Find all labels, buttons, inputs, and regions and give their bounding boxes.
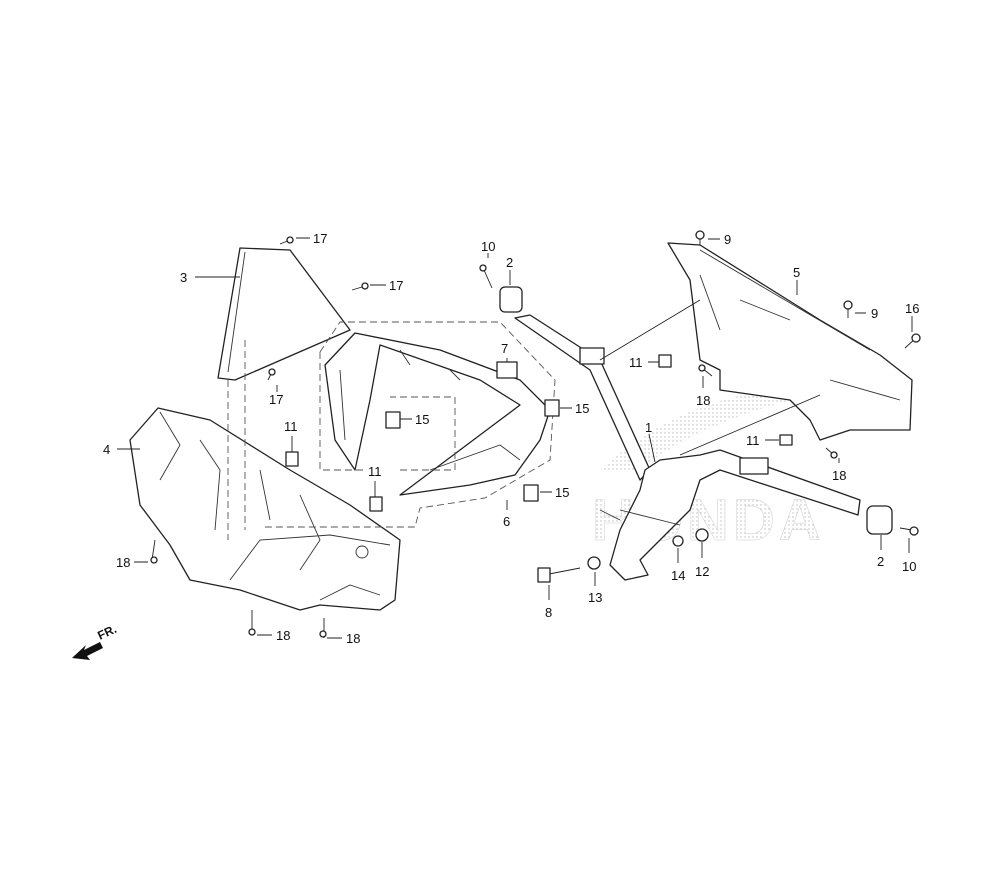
callout-17: 17: [313, 231, 327, 246]
callout-2: 2: [877, 554, 884, 569]
front-arrow-icon: [72, 642, 103, 660]
callout-12: 12: [695, 564, 709, 579]
callout-11: 11: [368, 464, 382, 479]
callout-9: 9: [871, 306, 878, 321]
callout-11: 11: [284, 419, 298, 434]
part-front-cover: [129, 407, 401, 611]
callout-17: 17: [389, 278, 403, 293]
part-windscreen: [217, 247, 351, 381]
callout-18: 18: [276, 628, 290, 643]
callout-15: 15: [415, 412, 429, 427]
part-bolts: [150, 230, 921, 638]
part-handlebar: [514, 314, 861, 581]
callout-3: 3: [180, 270, 187, 285]
callout-16: 16: [905, 301, 919, 316]
front-label: FR.: [95, 622, 118, 643]
callout-11: 11: [746, 433, 760, 448]
part-rear-cover: [667, 242, 913, 441]
callout-18: 18: [832, 468, 846, 483]
callout-15: 15: [555, 485, 569, 500]
callout-4: 4: [103, 442, 110, 457]
callout-7: 7: [501, 341, 508, 356]
leader-lines: [117, 237, 913, 639]
part-clip-nuts: [285, 354, 793, 512]
callout-14: 14: [671, 568, 685, 583]
callout-13: 13: [588, 590, 602, 605]
callout-labels: 17 3 17 17 4 11 11 15 15 15 7 6 10 2 1 8…: [103, 231, 919, 646]
callout-8: 8: [545, 605, 552, 620]
callout-9: 9: [724, 232, 731, 247]
callout-1: 1: [645, 420, 652, 435]
callout-10: 10: [902, 559, 916, 574]
callout-18: 18: [696, 393, 710, 408]
part-grommets: [499, 286, 893, 570]
part-inner-cover: [324, 332, 551, 496]
callout-18: 18: [346, 631, 360, 646]
callout-6: 6: [503, 514, 510, 529]
callout-17: 17: [269, 392, 283, 407]
callout-10: 10: [481, 239, 495, 254]
callout-15: 15: [575, 401, 589, 416]
callout-18: 18: [116, 555, 130, 570]
front-direction-indicator: FR.: [72, 622, 119, 660]
callout-2: 2: [506, 255, 513, 270]
callout-5: 5: [793, 265, 800, 280]
part-pad: [496, 361, 518, 379]
callout-11: 11: [629, 355, 643, 370]
part-clips: [385, 399, 560, 502]
